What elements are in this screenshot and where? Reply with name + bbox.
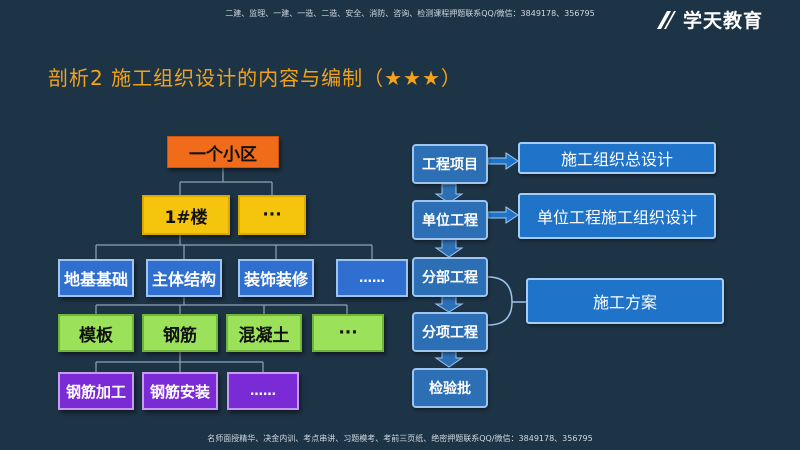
tree-node-more-batches: …… xyxy=(227,372,299,410)
brand-name: 学天教育 xyxy=(683,10,764,32)
flow-step-inspection-lot: 检验批 xyxy=(412,368,488,408)
tree-node-rebar-installation: 钢筋安装 xyxy=(142,372,218,410)
flow-step-project: 工程项目 xyxy=(412,144,488,184)
tree-node-concrete: 混凝土 xyxy=(226,314,302,352)
flow-step-unit-project: 单位工程 xyxy=(412,200,488,240)
slide-title: 剖析2 施工组织设计的内容与编制（★★★） xyxy=(48,66,462,90)
tree-node-more-buildings: ··· xyxy=(238,195,306,235)
brand-mark-icon xyxy=(657,10,676,29)
flow-step-subdivision: 分项工程 xyxy=(412,312,488,352)
tree-node-more-items: ··· xyxy=(312,314,384,352)
tree-node-foundation: 地基基础 xyxy=(58,259,134,297)
tree-node-decoration: 装饰装修 xyxy=(238,259,314,297)
tree-node-more-divisions: …… xyxy=(336,259,408,297)
flow-step-division: 分部工程 xyxy=(412,257,488,297)
target-construction-plan: 施工方案 xyxy=(526,278,724,324)
tree-node-rebar-processing: 钢筋加工 xyxy=(58,372,134,410)
tree-root-node: 一个小区 xyxy=(167,136,279,168)
tree-node-main-structure: 主体结构 xyxy=(146,259,222,297)
brand-logo: 学天教育 xyxy=(655,6,763,33)
target-unit-design: 单位工程施工组织设计 xyxy=(518,193,716,239)
bottom-contact-note: 名师面授精华、决金内训、考点串讲、习题模考、考前三页纸、绝密押题联系QQ/微信：… xyxy=(207,434,593,443)
top-contact-note: 二建、监理、一建、一造、二造、安全、消防、咨询、检测课程押题联系QQ/微信：38… xyxy=(225,9,595,18)
tree-node-building-1: 1#楼 xyxy=(142,195,230,235)
target-general-design: 施工组织总设计 xyxy=(518,142,716,174)
tree-node-formwork: 模板 xyxy=(58,314,134,352)
tree-node-rebar: 钢筋 xyxy=(142,314,218,352)
